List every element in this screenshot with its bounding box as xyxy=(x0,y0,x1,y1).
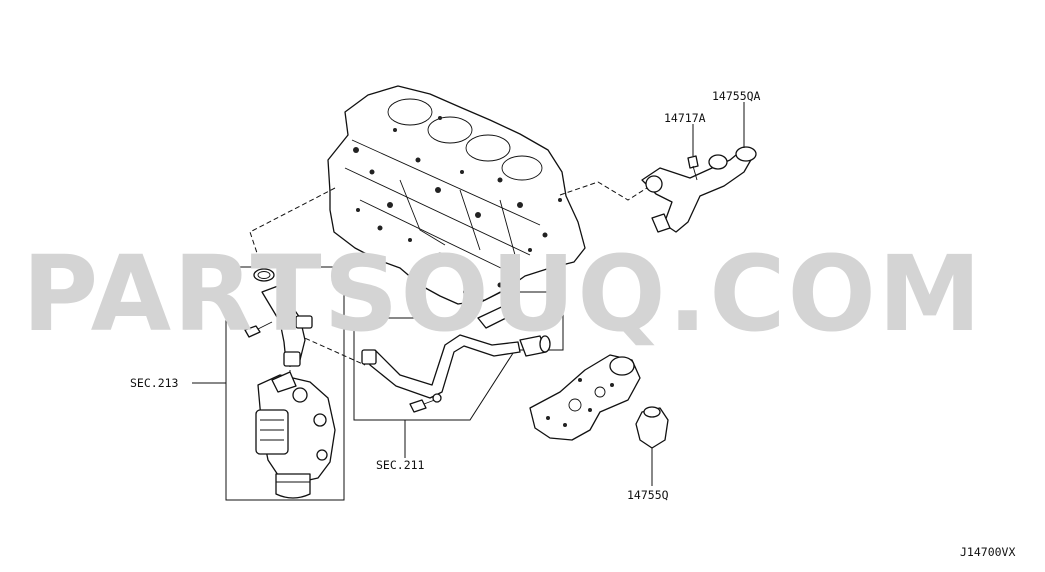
diagram-code: J14700VX xyxy=(960,545,1015,559)
part-14755QA-hose xyxy=(641,146,757,233)
engine-block xyxy=(327,85,586,305)
part-14755Q-assembly xyxy=(529,354,669,449)
sec211-assembly-frame xyxy=(353,291,564,421)
label-14755Q: 14755Q xyxy=(627,488,669,502)
label-sec-213: SEC.213 xyxy=(130,376,179,390)
label-14717A: 14717A xyxy=(664,111,706,125)
sec213-assembly-frame xyxy=(225,266,345,501)
label-leader-lines xyxy=(192,102,745,486)
watermark-text: PARTSOUQ.COM xyxy=(22,233,983,355)
label-14755QA: 14755QA xyxy=(712,89,761,103)
label-sec-211: SEC.211 xyxy=(376,458,425,472)
